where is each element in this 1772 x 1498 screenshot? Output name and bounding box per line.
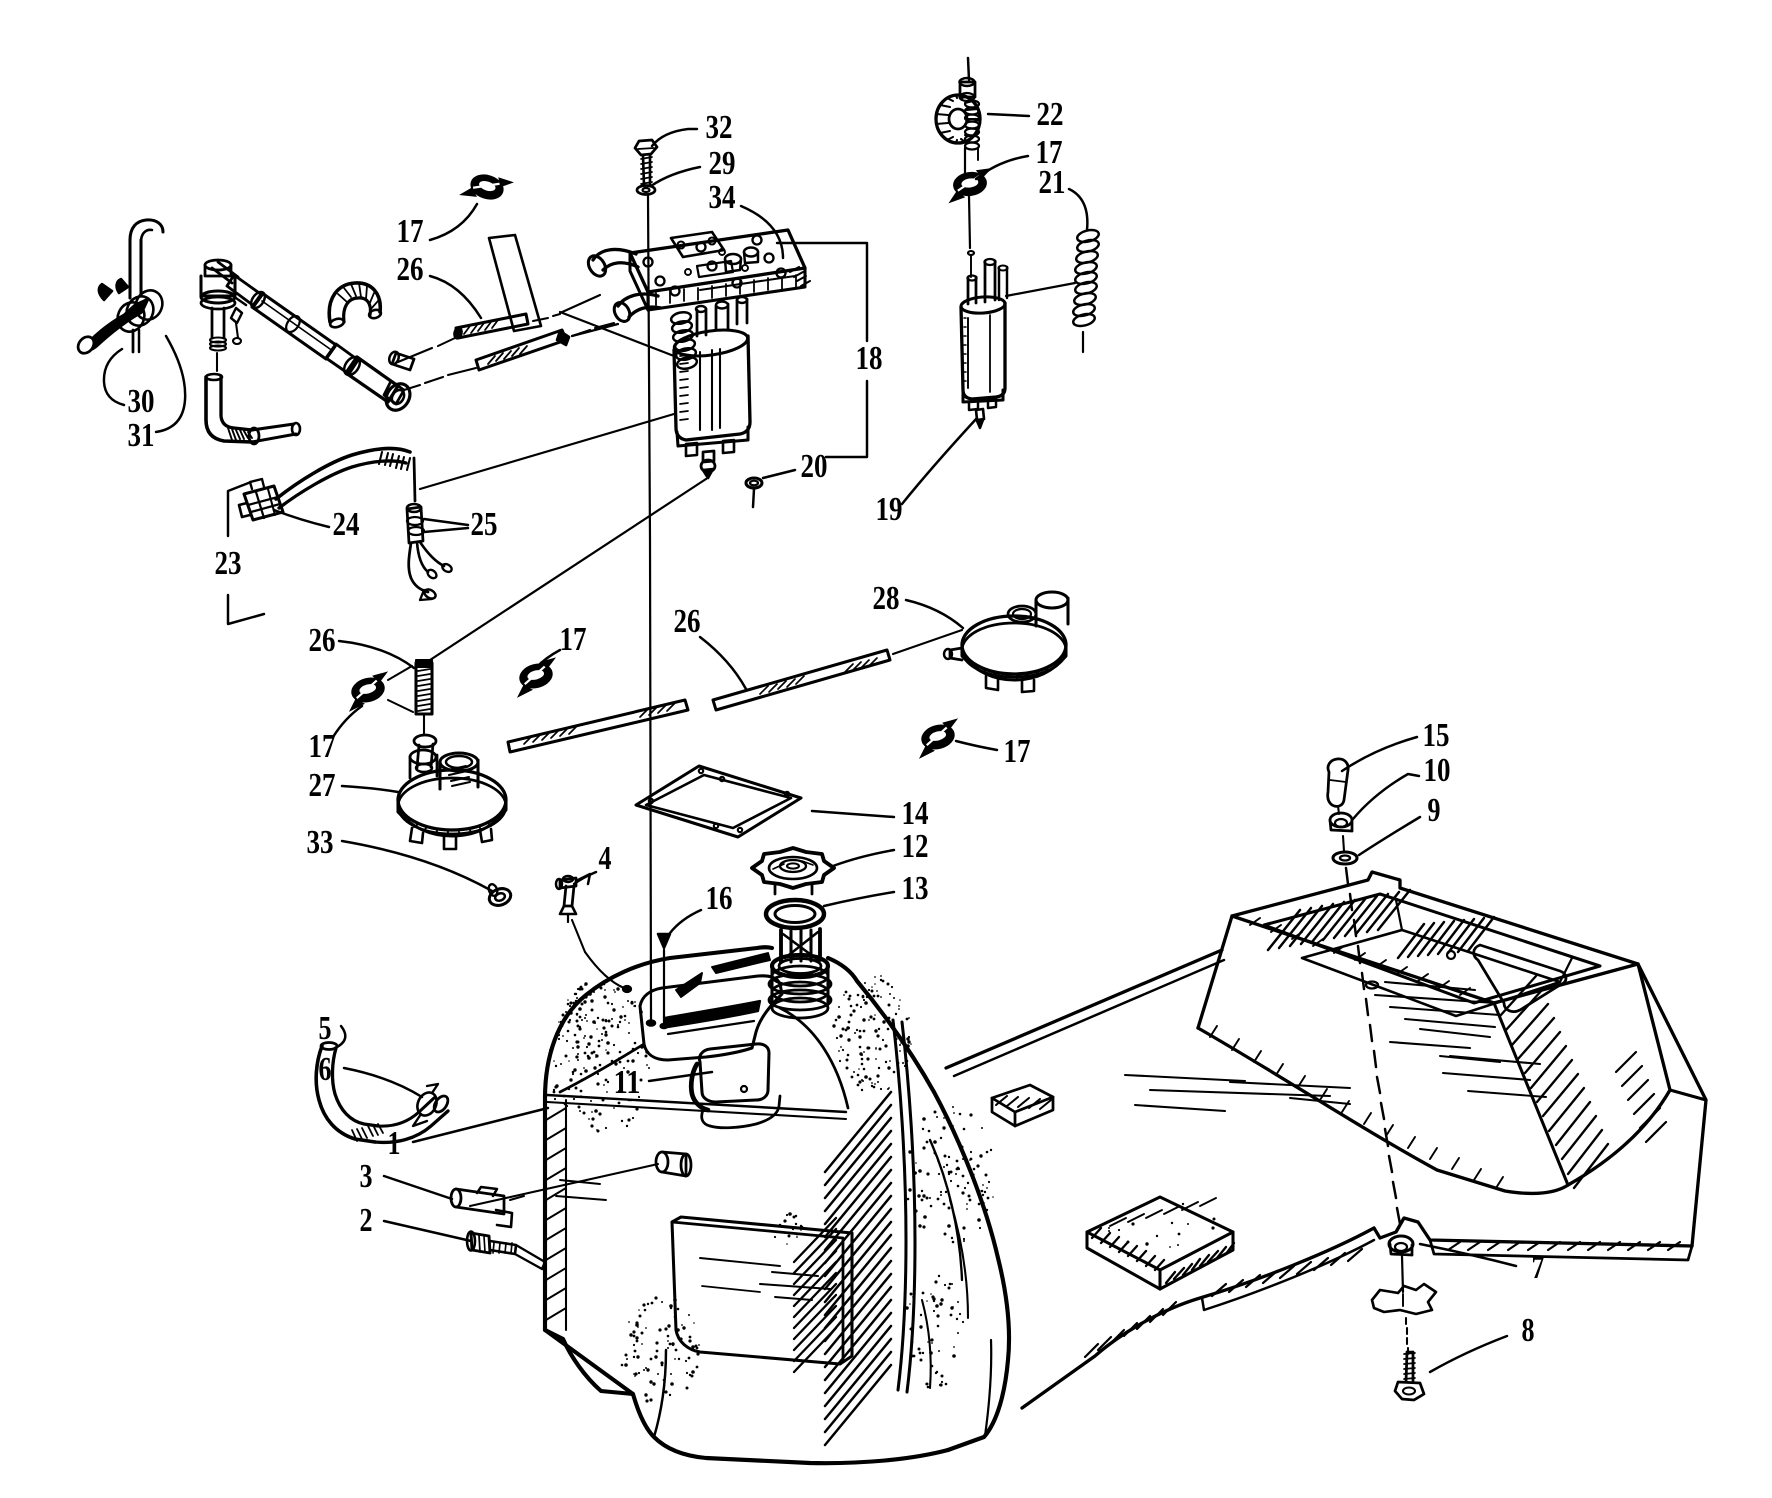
svg-text:6: 6 bbox=[319, 1051, 332, 1088]
svg-text:30: 30 bbox=[128, 383, 155, 420]
svg-text:10: 10 bbox=[1424, 752, 1451, 789]
svg-text:17: 17 bbox=[397, 213, 424, 250]
svg-text:3: 3 bbox=[360, 1158, 373, 1195]
svg-text:27: 27 bbox=[309, 767, 336, 804]
svg-text:26: 26 bbox=[397, 251, 424, 288]
svg-text:33: 33 bbox=[307, 824, 334, 861]
svg-text:19: 19 bbox=[876, 491, 903, 528]
svg-text:23: 23 bbox=[215, 545, 242, 582]
svg-text:8: 8 bbox=[1522, 1312, 1535, 1349]
svg-text:1: 1 bbox=[388, 1125, 401, 1162]
svg-text:2: 2 bbox=[360, 1202, 373, 1239]
svg-text:34: 34 bbox=[709, 179, 736, 216]
svg-text:17: 17 bbox=[560, 621, 587, 658]
svg-text:21: 21 bbox=[1039, 164, 1066, 201]
svg-text:13: 13 bbox=[902, 870, 929, 907]
svg-text:14: 14 bbox=[902, 795, 929, 832]
svg-text:17: 17 bbox=[309, 728, 336, 765]
svg-text:32: 32 bbox=[706, 109, 733, 146]
svg-text:25: 25 bbox=[471, 506, 498, 543]
svg-text:26: 26 bbox=[309, 622, 336, 659]
svg-text:15: 15 bbox=[1423, 717, 1450, 754]
svg-text:29: 29 bbox=[709, 145, 736, 182]
svg-text:17: 17 bbox=[1004, 733, 1031, 770]
svg-text:4: 4 bbox=[599, 840, 612, 877]
svg-text:18: 18 bbox=[856, 340, 883, 377]
svg-text:16: 16 bbox=[706, 880, 733, 917]
svg-text:24: 24 bbox=[333, 506, 360, 543]
svg-text:11: 11 bbox=[614, 1064, 641, 1101]
svg-text:22: 22 bbox=[1037, 96, 1064, 133]
svg-text:26: 26 bbox=[674, 603, 701, 640]
svg-text:9: 9 bbox=[1428, 792, 1441, 829]
svg-text:5: 5 bbox=[319, 1010, 332, 1047]
svg-text:28: 28 bbox=[873, 580, 900, 617]
svg-text:7: 7 bbox=[1532, 1249, 1545, 1286]
svg-text:12: 12 bbox=[902, 828, 929, 865]
svg-text:31: 31 bbox=[128, 417, 155, 454]
svg-text:17: 17 bbox=[1036, 134, 1063, 171]
svg-text:20: 20 bbox=[801, 448, 828, 485]
